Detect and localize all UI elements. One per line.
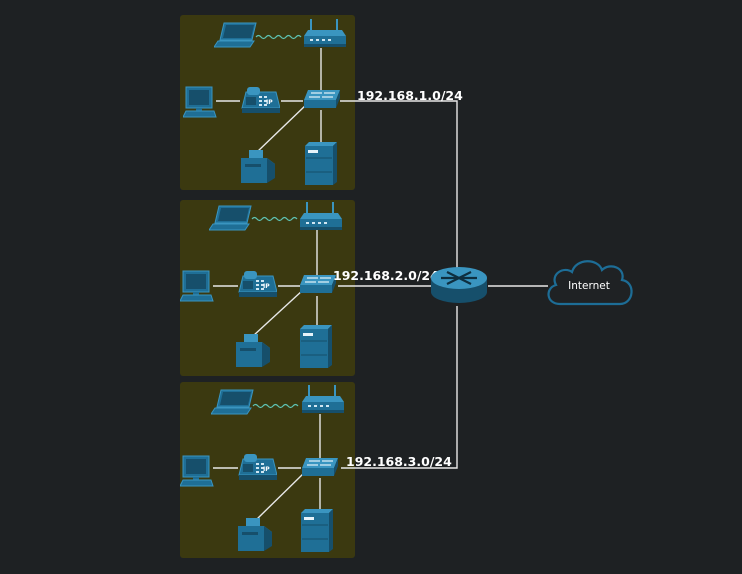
switch-icon[interactable]	[303, 89, 341, 109]
router-icon[interactable]	[429, 266, 489, 305]
switch-icon[interactable]	[301, 457, 339, 477]
ip-phone-badge: IP	[266, 99, 273, 106]
server-icon[interactable]	[299, 325, 333, 369]
wireless-link-2	[251, 216, 298, 222]
network-label-lan-1: 192.168.1.0/24	[357, 88, 463, 103]
server-icon[interactable]	[304, 142, 338, 186]
switch-icon[interactable]	[299, 274, 337, 294]
links-lan-2	[213, 230, 432, 337]
links-lan-1	[216, 48, 458, 268]
wireless-link-1	[255, 34, 302, 40]
network-label-lan-3: 192.168.3.0/24	[346, 454, 452, 469]
pc-icon[interactable]	[183, 86, 217, 118]
ip-phone-badge: IP	[263, 466, 270, 473]
pc-icon[interactable]	[180, 270, 214, 302]
internet-label: Internet	[568, 280, 610, 292]
network-label-lan-2: 192.168.2.0/24	[333, 268, 439, 283]
links-lan-3	[213, 306, 458, 521]
ip-phone-badge: IP	[263, 283, 270, 290]
server-icon[interactable]	[300, 509, 334, 553]
pc-icon[interactable]	[180, 455, 214, 487]
cloud-icon[interactable]	[547, 260, 633, 306]
wireless-link-3	[252, 403, 299, 409]
